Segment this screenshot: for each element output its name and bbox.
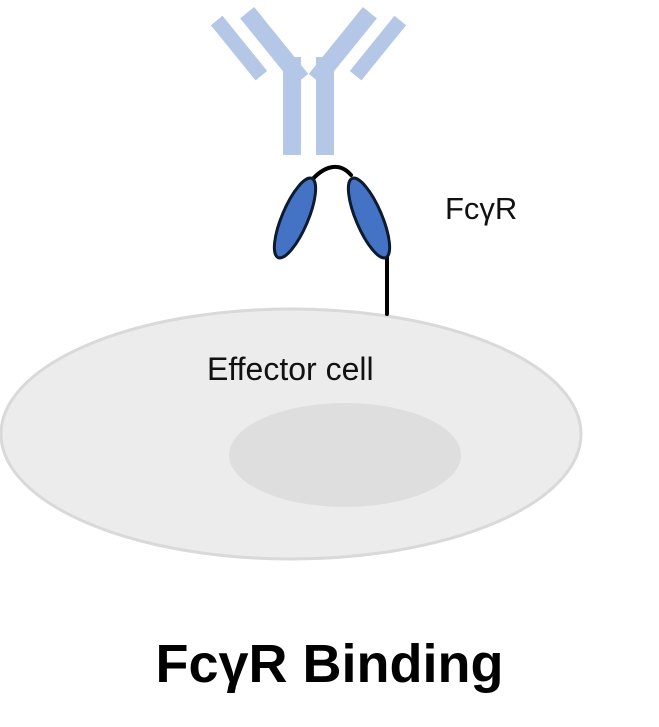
antibody-right-light-arm bbox=[349, 15, 407, 81]
cell-nucleus bbox=[229, 403, 461, 507]
antibody bbox=[210, 7, 407, 155]
receptor-left-domain bbox=[272, 176, 318, 260]
fcgr-receptor bbox=[272, 164, 392, 316]
effector-cell-label: Effector cell bbox=[207, 351, 374, 387]
antibody-left-light-arm bbox=[210, 15, 268, 81]
antibody-left-heavy-arm bbox=[240, 7, 309, 86]
antibody-right-heavy-arm bbox=[308, 7, 377, 86]
receptor-linker bbox=[309, 164, 353, 183]
receptor-label: FcγR bbox=[445, 191, 518, 226]
receptor-right-domain bbox=[346, 176, 392, 260]
figure-title: FcγR Binding bbox=[155, 634, 504, 694]
